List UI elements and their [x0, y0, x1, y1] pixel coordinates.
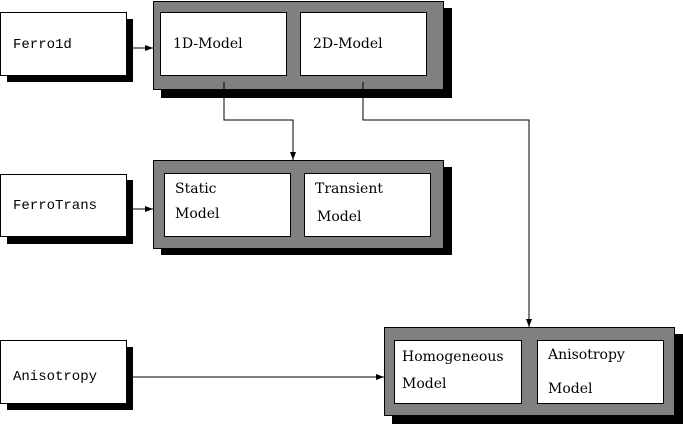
transient-model-label-line1: Transient	[315, 181, 383, 197]
arrow-2d-model-to-anisotropy-models	[362, 82, 532, 327]
homogeneous-model-label-line1: Homogeneous	[402, 349, 504, 365]
ferrotrans-label: FerroTrans	[13, 198, 98, 214]
model-2d-box[interactable]: 2D-Model	[300, 12, 427, 76]
ferro1d-box[interactable]: Ferro1d	[0, 12, 127, 76]
anisotropy-box[interactable]: Anisotropy	[0, 340, 127, 404]
ferro1d-label: Ferro1d	[13, 37, 72, 53]
model-1d-box[interactable]: 1D-Model	[160, 12, 287, 76]
static-model-label-line1: Static	[175, 181, 217, 197]
static-model-label-line2: Model	[175, 206, 220, 222]
anisotropy-model-box[interactable]: Anisotropy Model	[537, 340, 664, 404]
model-2d-label: 2D-Model	[313, 36, 383, 52]
arrow-1d-model-to-ferrotrans-models	[223, 82, 296, 160]
anisotropy-label: Anisotropy	[13, 369, 98, 385]
static-model-box[interactable]: Static Model	[164, 173, 291, 237]
anisotropy-model-label-line1: Anisotropy	[548, 347, 625, 363]
homogeneous-model-label-line2: Model	[402, 376, 447, 392]
ferrotrans-box[interactable]: FerroTrans	[0, 174, 127, 237]
homogeneous-model-box[interactable]: Homogeneous Model	[394, 340, 522, 404]
model-1d-label: 1D-Model	[173, 36, 243, 52]
anisotropy-model-label-line2: Model	[548, 381, 593, 397]
transient-model-box[interactable]: Transient Model	[304, 173, 431, 237]
transient-model-label-line2: Model	[317, 209, 362, 225]
